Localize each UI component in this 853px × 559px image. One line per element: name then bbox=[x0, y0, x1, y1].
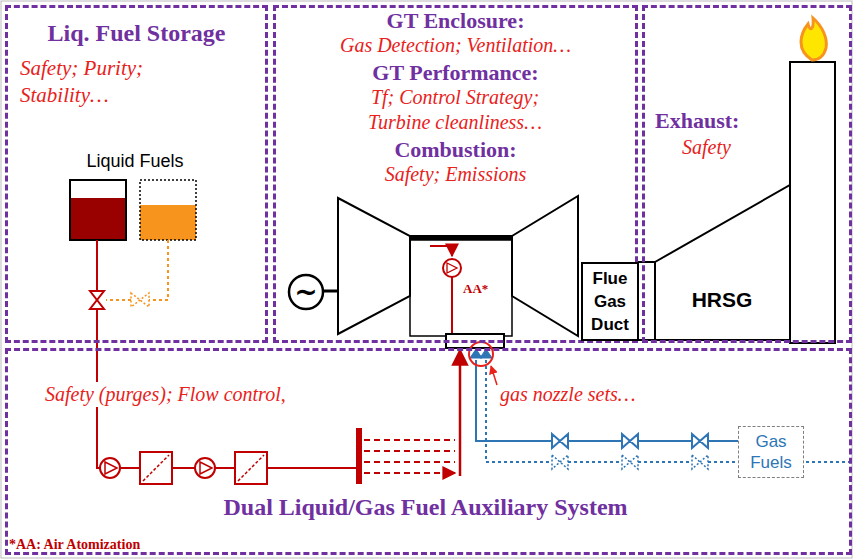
region-heading: Liq. Fuel Storage bbox=[10, 19, 263, 47]
region-heading: Combustion: bbox=[278, 137, 633, 162]
tank-label: Liquid Fuels bbox=[60, 150, 210, 172]
gas-turbine bbox=[289, 196, 578, 348]
box-label: HRSG bbox=[692, 287, 753, 313]
hrsg-label-box: HRSG bbox=[662, 278, 782, 322]
pump-label: AA* bbox=[463, 281, 497, 296]
region-note: Gas Detection; Ventilation… bbox=[278, 33, 633, 58]
region-note: Tf; Control Strategy; Turbine cleanlines… bbox=[340, 85, 570, 135]
region-panel: HRSG Exhaust:Safety bbox=[642, 5, 852, 343]
region-heading: GT Enclosure: bbox=[278, 8, 633, 33]
region-note: Safety; Purity; Stability… bbox=[20, 55, 180, 109]
region-heading: Exhaust: bbox=[655, 108, 780, 133]
region-note: Safety; Emissions bbox=[278, 162, 633, 187]
duct-box: Flue Gas Duct bbox=[581, 262, 639, 341]
gas-source-box: Gas Fuels bbox=[738, 426, 804, 478]
hrsg-stack bbox=[636, 18, 835, 343]
region-panel: Flue Gas Duct GT Enclosure:Gas Detection;… bbox=[273, 5, 638, 343]
box-label: Gas Fuels bbox=[739, 431, 803, 473]
region-note: gas nozzle sets… bbox=[500, 382, 660, 407]
liquid-tanks bbox=[70, 180, 196, 240]
region-panel: Gas Fuels Safety (purges); Flow control, g… bbox=[5, 348, 852, 555]
region-panel: Liq. Fuel StorageSafety; Purity; Stabili… bbox=[5, 5, 268, 343]
box-label: Flue Gas Duct bbox=[583, 267, 637, 336]
generator-symbol: ~ bbox=[289, 277, 323, 307]
region-note: Safety (purges); Flow control, bbox=[45, 382, 345, 407]
region-note: Safety bbox=[682, 135, 772, 160]
region-heading: Dual Liquid/Gas Fuel Auxiliary System bbox=[5, 493, 846, 521]
footnote: *AA: Air Atomization bbox=[9, 536, 229, 553]
region-heading: GT Performance: bbox=[278, 60, 633, 85]
